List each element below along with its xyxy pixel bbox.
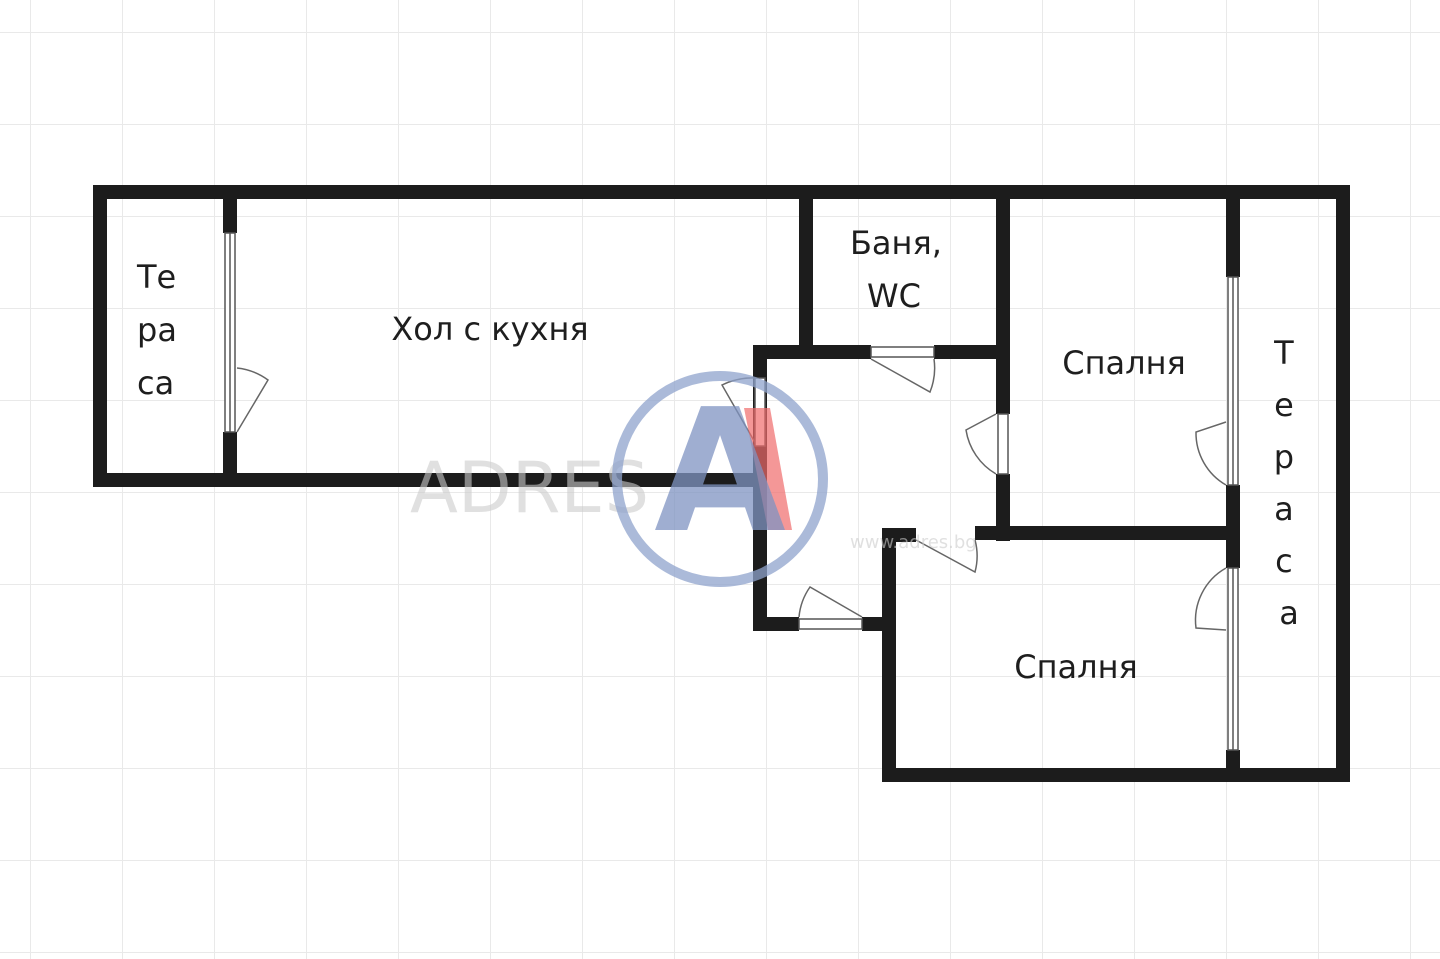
watermark-brand-text: ADRES [410, 447, 649, 529]
wall-outer-top [93, 185, 1350, 199]
wall-bottom-left [93, 473, 757, 487]
label-terrace-right-line-5: с [1275, 542, 1293, 580]
watermark-accent [744, 408, 792, 530]
watermark-site-text: www.adres.bg [850, 532, 977, 553]
wall-corridor-top [753, 345, 813, 359]
label-terrace-right-line-6: а [1279, 594, 1299, 632]
wall-living-bath [799, 199, 813, 359]
door-bedroom-top-arc [965, 413, 997, 475]
wall-terrace-left-partition-low [223, 432, 237, 474]
watermark-letter: A [654, 373, 786, 571]
room-labels: Те ра са Хол с кухня Баня, WC Спалня Спа… [136, 224, 1304, 686]
label-terrace-left-line-2: ра [137, 311, 177, 349]
wall-terrace-right-partition-low [1226, 750, 1240, 770]
label-terrace-right-line-1: Т [1273, 334, 1294, 372]
wall-corridor-bottom-left [753, 617, 799, 631]
label-terrace-left: Те ра са [136, 258, 187, 402]
label-terrace-right: Т е р а с а [1273, 334, 1304, 632]
watermark-ring [612, 371, 828, 587]
label-terrace-right-line-3: р [1274, 438, 1294, 476]
door-bath-arc [870, 358, 936, 394]
wall-terrace-right-partition-mid [1226, 485, 1240, 568]
door-corridor-bottom-leaf [798, 618, 863, 630]
label-terrace-left-line-3: са [137, 364, 174, 402]
wall-bedrooms-divider-left [882, 528, 916, 542]
door-bedroom-bottom-arc [915, 539, 978, 574]
wall-terrace-right-partition-top [1226, 199, 1240, 277]
wall-corridor-right-low [996, 474, 1010, 541]
label-terrace-left-line-1: Те [136, 258, 176, 296]
label-bathroom-line-1: Баня, [850, 224, 942, 262]
wall-bottom-right [882, 768, 1350, 782]
label-bathroom-line-2: WC [867, 277, 921, 315]
door-corridor-bottom-arc [798, 586, 863, 618]
door-terrace-right-top-arc [1195, 421, 1227, 486]
door-bath-leaf [870, 346, 935, 358]
wall-bath-bedroom [996, 199, 1010, 414]
walls [93, 185, 1350, 782]
windows [224, 232, 1239, 751]
wall-bath-bottom-left [799, 345, 871, 359]
label-terrace-right-line-2: е [1274, 386, 1294, 424]
wall-bedroom-bottom-left [882, 528, 896, 782]
wall-terrace-left-partition [223, 199, 237, 233]
watermark: ADRES www.adres.bg A [410, 371, 977, 587]
label-bedroom-top: Спалня [1062, 344, 1186, 382]
label-bathroom: Баня, WC [850, 224, 952, 315]
wall-bedrooms-divider [975, 526, 1240, 540]
door-bedroom-top-leaf [997, 413, 1009, 475]
door-terrace-right-low-arc [1194, 567, 1227, 631]
label-living-kitchen: Хол с кухня [391, 310, 588, 348]
wall-outer-left [93, 185, 107, 487]
wall-outer-right [1336, 185, 1350, 782]
wall-bath-bottom-right [934, 345, 1009, 359]
label-terrace-right-line-4: а [1274, 490, 1294, 528]
label-bedroom-bottom: Спалня [1014, 648, 1138, 686]
door-terrace-left-arc [236, 367, 269, 433]
